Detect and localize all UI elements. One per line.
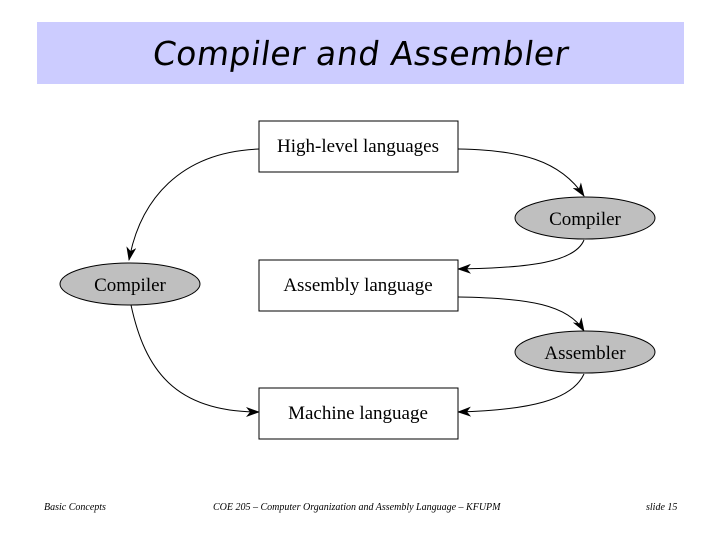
arrow-high-level-to-left-compiler [126, 148, 260, 261]
box-assembly-label: Assembly language [283, 275, 432, 296]
footer-slide-number: slide 15 [646, 502, 678, 513]
box-machine-label: Machine language [288, 403, 428, 424]
ellipse-compiler-left-label: Compiler [94, 275, 166, 296]
footer-course: COE 205 – Computer Organization and Asse… [213, 502, 501, 513]
ellipse-compiler-left: Compiler [59, 262, 201, 306]
arrow-assembly-to-assembler [457, 296, 585, 332]
box-machine-language: Machine language [258, 387, 459, 440]
ellipse-compiler-right: Compiler [514, 196, 656, 240]
arrow-compiler-to-assembly [457, 239, 585, 274]
footer-section: Basic Concepts [44, 502, 106, 513]
arrow-assembler-to-machine [457, 373, 585, 417]
box-high-level-label: High-level languages [277, 136, 439, 157]
box-high-level-languages: High-level languages [258, 120, 459, 173]
arrow-left-compiler-to-machine [130, 304, 260, 417]
ellipse-assembler-label: Assembler [544, 343, 626, 364]
ellipse-compiler-right-label: Compiler [549, 209, 621, 230]
box-assembly-language: Assembly language [258, 259, 459, 312]
arrow-high-level-to-compiler [457, 148, 585, 197]
title-bar: Compiler and Assembler [37, 22, 684, 84]
ellipse-assembler: Assembler [514, 330, 656, 374]
